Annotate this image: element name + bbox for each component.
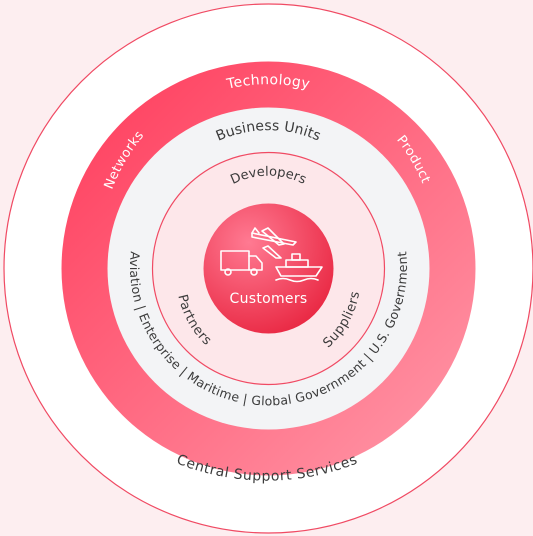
ship-icon bbox=[275, 253, 323, 283]
technology-label: Technology bbox=[224, 72, 311, 93]
developers-label: Developers bbox=[228, 165, 308, 188]
center-circle bbox=[203, 203, 334, 334]
airplane-icon bbox=[251, 227, 297, 259]
technology-text: Technology bbox=[224, 72, 311, 93]
developers-text: Developers bbox=[228, 165, 308, 188]
customers-label: Customers bbox=[230, 291, 308, 307]
truck-icon bbox=[220, 250, 263, 276]
